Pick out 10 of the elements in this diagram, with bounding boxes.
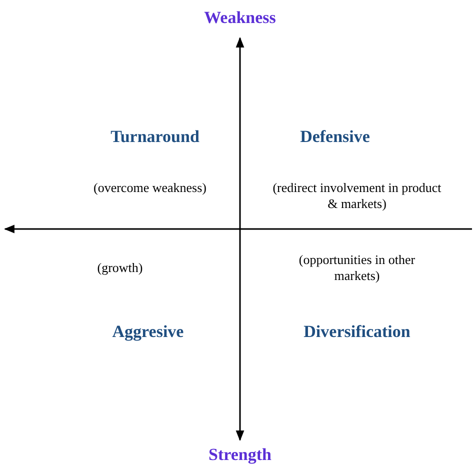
quadrant-note: (growth)	[97, 260, 143, 276]
axis-label: Strength	[208, 445, 272, 465]
axis-label: Weakness	[204, 8, 276, 28]
quadrant-title: Diversification	[304, 322, 410, 342]
quadrant-note: (overcome weakness)	[94, 180, 206, 196]
quadrant-title: Defensive	[300, 127, 370, 147]
quadrant-title: Aggresive	[112, 322, 184, 342]
quadrant-note: (opportunities in other markets)	[298, 252, 416, 284]
quadrant-title: Turnaround	[110, 127, 200, 147]
quadrant-note: (redirect involvement in product & markets)	[272, 180, 442, 212]
